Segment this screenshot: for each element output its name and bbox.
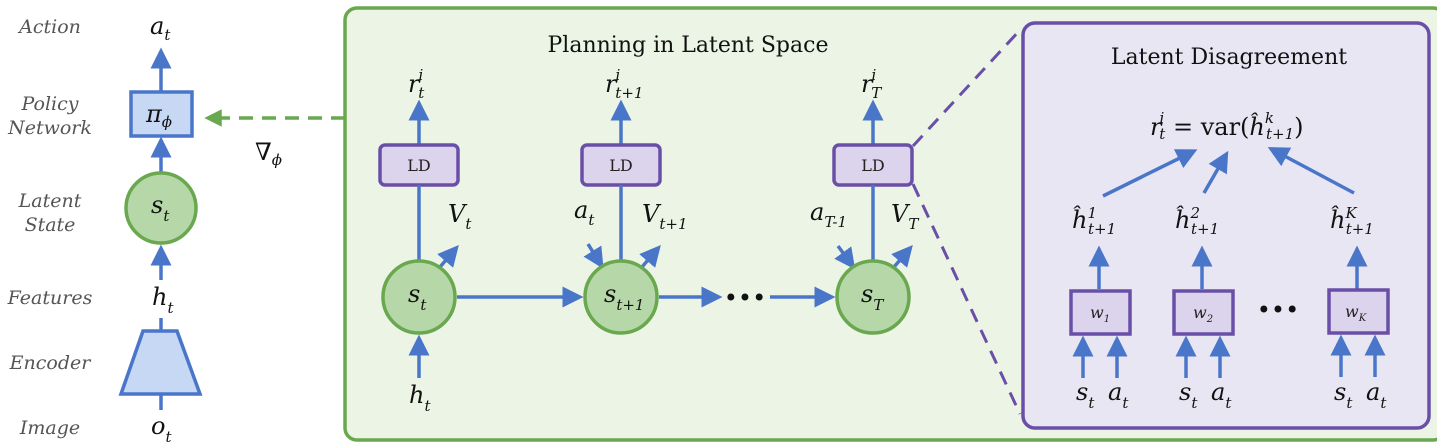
arrow-value xyxy=(437,245,459,269)
ld-label: LD xyxy=(407,156,430,175)
action-input-label: at xyxy=(1211,378,1232,412)
left-labels: Action Policy Network Latent State Featu… xyxy=(7,16,93,439)
arrow-head1-var xyxy=(1102,149,1198,198)
zoom-line-bottom xyxy=(911,183,1022,415)
label-image: Image xyxy=(19,417,80,439)
action-symbol: at xyxy=(150,12,171,44)
label-network: Network xyxy=(7,117,92,139)
label-policy: Policy xyxy=(21,93,79,115)
image-symbol: ot xyxy=(151,412,172,444)
latent-state-node xyxy=(124,171,198,245)
state-label: st xyxy=(408,280,427,314)
arrow-headK-var xyxy=(1267,147,1355,195)
value-label: Vt xyxy=(448,200,472,233)
state-input-label: st xyxy=(1334,378,1353,412)
state-label: st+1 xyxy=(604,280,644,314)
state-node xyxy=(381,259,457,335)
ld-label: LD xyxy=(609,156,632,175)
model-label: w1 xyxy=(1090,303,1110,325)
label-latent: Latent xyxy=(18,190,82,212)
policy-network-box xyxy=(129,90,194,138)
encoder-trapezoid xyxy=(118,329,203,396)
disagreement-title: Latent Disagreement xyxy=(1111,45,1347,70)
planning-ellipsis: ••• xyxy=(724,284,766,312)
gradient-symbol: ∇ϕ xyxy=(255,138,282,169)
model-box xyxy=(1069,289,1132,336)
state-node xyxy=(583,259,659,335)
label-state: State xyxy=(25,214,76,236)
planning-title: Planning in Latent Space xyxy=(548,33,829,58)
value-label: Vt+1 xyxy=(642,200,687,233)
ensemble-ellipsis: ••• xyxy=(1257,296,1299,324)
zoom-line-top xyxy=(911,28,1022,148)
model-box xyxy=(1327,288,1390,335)
state-node xyxy=(835,259,911,335)
features-label: ht xyxy=(409,381,431,415)
label-encoder: Encoder xyxy=(9,352,93,374)
features-symbol: ht xyxy=(152,283,174,317)
state-input-label: st xyxy=(1076,378,1095,412)
arrow-action xyxy=(834,244,856,270)
label-features: Features xyxy=(7,287,93,309)
label-action: Action xyxy=(17,16,81,38)
ld-label: LD xyxy=(861,156,884,175)
model-label: w2 xyxy=(1193,303,1213,325)
state-label: sT xyxy=(861,280,884,314)
state-input-label: st xyxy=(1179,378,1198,412)
action-input-label: at xyxy=(1366,378,1387,412)
arrow-action xyxy=(583,243,604,269)
action-input-label: at xyxy=(1108,378,1129,412)
arrow-value xyxy=(639,245,661,269)
value-label: VT xyxy=(891,200,919,233)
model-box xyxy=(1172,289,1235,336)
action-label: aT-1 xyxy=(810,198,847,231)
arrow-value xyxy=(891,245,913,269)
arrow-head2-var xyxy=(1202,150,1229,194)
model-label: wK xyxy=(1345,302,1367,324)
policy-symbol: πϕ xyxy=(145,100,172,131)
action-label: at xyxy=(574,196,595,229)
state-symbol: st xyxy=(151,191,170,225)
